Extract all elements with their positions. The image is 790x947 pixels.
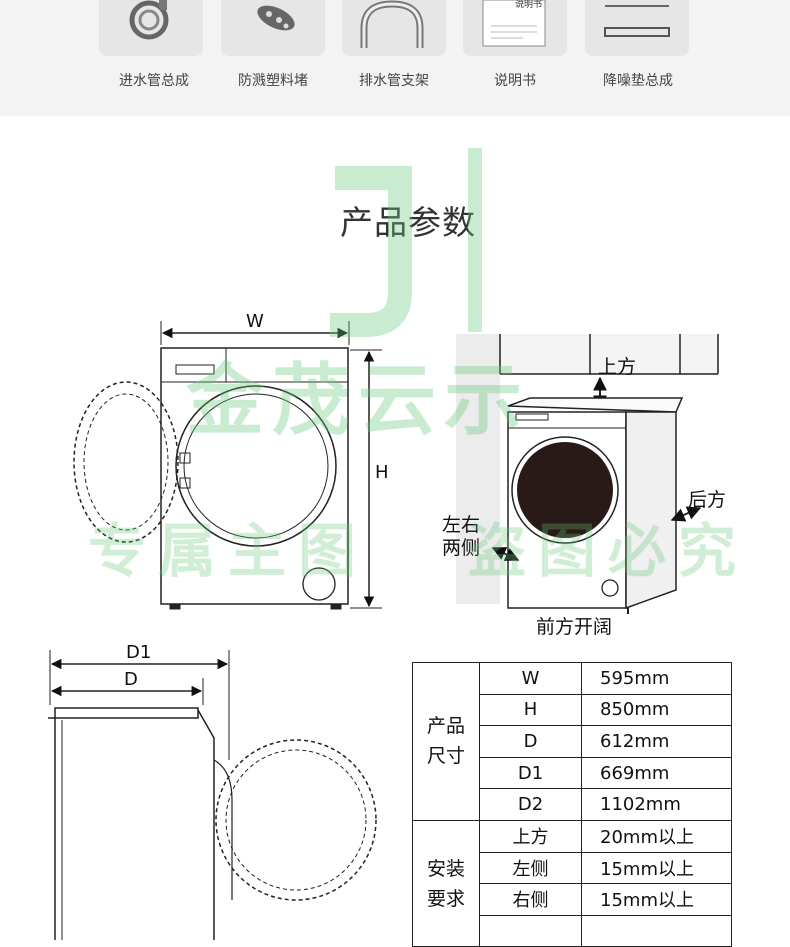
spec-value: 850mm [581, 693, 732, 727]
drain-bracket-card [342, 0, 446, 56]
splash-plug-card [221, 0, 325, 56]
spec-key: 左侧 [479, 851, 582, 885]
spec-key: H [479, 693, 582, 727]
accessory-label-splash-plug: 防溅塑料堵 [238, 73, 308, 89]
inlet-hose-card [99, 0, 203, 56]
install-group-cell: 安装 要求 [412, 819, 480, 947]
accessories-band: 说明书 进水管总成 防溅塑料堵 排水管支架 说明书 降噪垫总成 [0, 0, 790, 116]
spec-key: 上方 [479, 819, 582, 853]
side-view-drawing [48, 650, 377, 940]
clearance-top-label: 上方 [598, 356, 637, 378]
clearance-back-label: 后方 [688, 489, 727, 511]
drain-bracket-icon [360, 0, 424, 48]
spec-value: 20mm以上 [581, 819, 732, 853]
section-title: 产品参数 [340, 203, 476, 242]
size-group-label-line2: 尺寸 [426, 745, 465, 768]
table-row: D 612mm [413, 725, 732, 758]
table-row: 产品 尺寸 W 595mm [412, 662, 732, 821]
accessory-label-inlet-hose: 进水管总成 [119, 73, 189, 89]
noise-pad-card [585, 0, 689, 56]
accessory-label-manual: 说明书 [494, 73, 536, 89]
size-group-cell: 产品 尺寸 [412, 662, 480, 821]
d1-dimension-label: D1 [126, 642, 152, 663]
accessory-label-noise-pad: 降噪垫总成 [603, 73, 673, 89]
spec-value: 595mm [581, 662, 732, 695]
spec-value: 15mm以上 [581, 851, 732, 885]
spec-value: 669mm [581, 756, 732, 790]
spec-value-cutoff [581, 914, 732, 947]
table-row: 安装 要求 上方 20mm以上 [412, 819, 732, 947]
manual-card: 说明书 [463, 0, 567, 56]
install-group-label-line2: 要求 [426, 887, 465, 910]
spec-key-cutoff [479, 914, 582, 947]
spec-value: 15mm以上 [581, 883, 732, 916]
d-dimension-label: D [124, 669, 138, 690]
manual-cover-text: 说明书 [515, 0, 543, 10]
spec-key: D1 [479, 756, 582, 790]
clearance-sides-label-line1: 左右 [442, 514, 481, 536]
splash-plug-icon [257, 5, 295, 31]
width-dimension-label: W [246, 311, 264, 332]
clearance-front-label: 前方开阔 [536, 616, 613, 638]
table-row: D2 1102mm [413, 788, 732, 821]
spec-key: 右侧 [479, 883, 582, 916]
spec-value: 612mm [581, 725, 732, 758]
table-row: 左侧 15mm以上 [413, 851, 732, 885]
inlet-hose-icon [129, 0, 169, 40]
install-group-label-line1: 安装 [426, 857, 465, 880]
accessory-label-drain-bracket: 排水管支架 [359, 73, 429, 89]
noise-pad-icon [604, 5, 670, 37]
table-row: H 850mm [413, 693, 732, 727]
spec-value: 1102mm [581, 788, 732, 821]
front-view-drawing [73, 321, 382, 610]
spec-key: D [479, 725, 582, 758]
spec-table: 产品 尺寸 W 595mm H 850mm D 612mm D1 669mm D… [412, 662, 732, 947]
manual-icon [482, 0, 546, 47]
spec-key: W [479, 662, 582, 695]
spec-key: D2 [479, 788, 582, 821]
installation-drawing [456, 334, 719, 614]
clearance-sides-label-line2: 两侧 [442, 537, 481, 559]
height-dimension-label: H [375, 462, 389, 483]
size-group-label-line1: 产品 [426, 715, 465, 738]
